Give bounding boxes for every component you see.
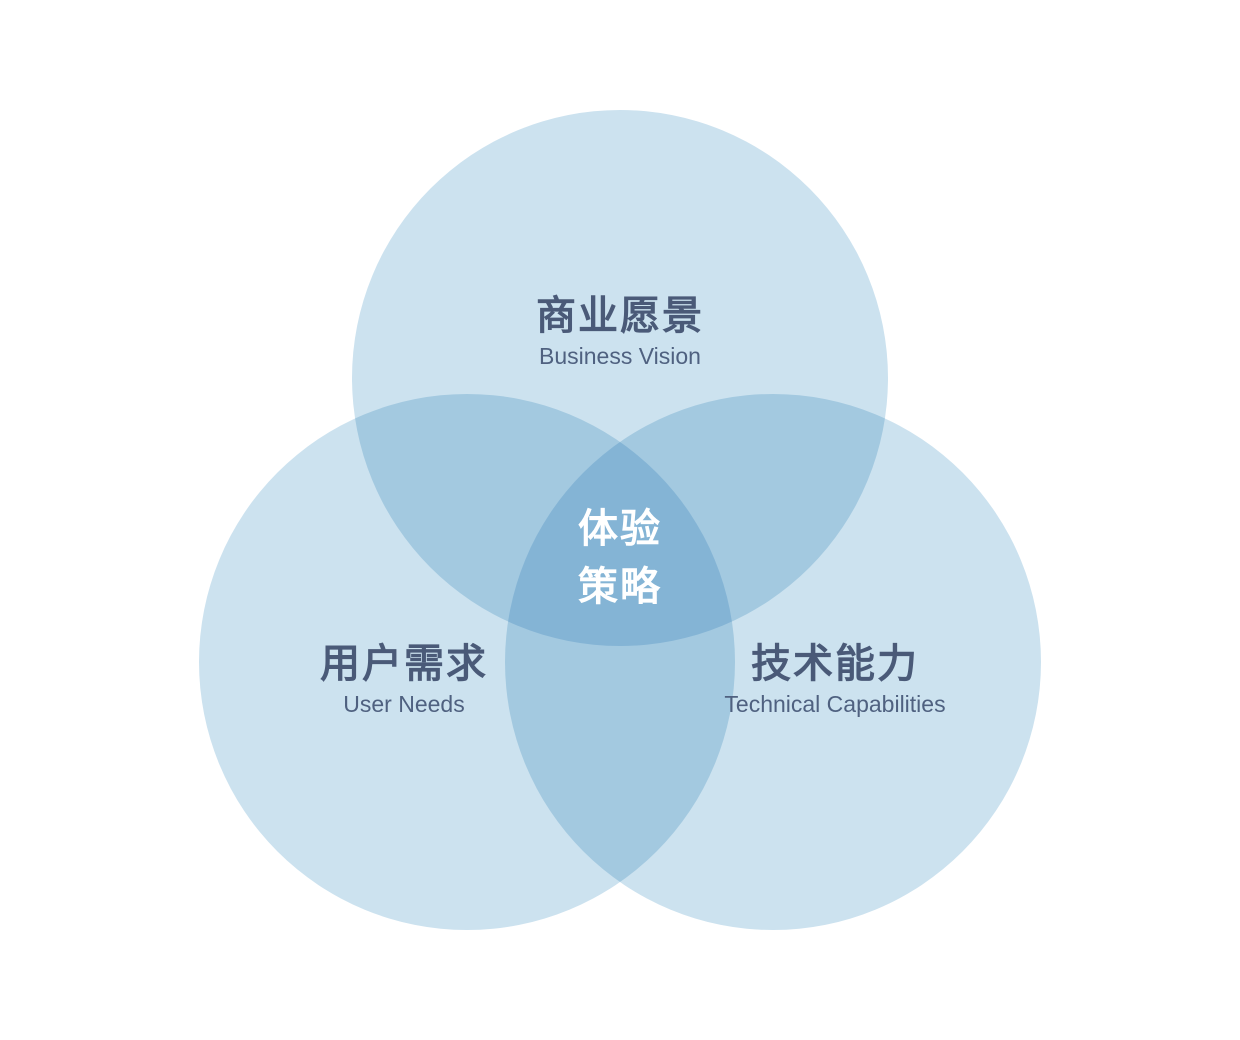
business-vision-label: 商业愿景 Business Vision [536, 292, 704, 370]
user-needs-en: User Needs [343, 691, 465, 717]
experience-strategy-label: 体验 策略 [578, 500, 662, 616]
center-line-1: 体验 [578, 506, 662, 552]
technical-capabilities-label: 技术能力 Technical Capabilities [724, 640, 945, 718]
technical-capabilities-zh: 技术能力 [751, 641, 919, 687]
technical-capabilities-en: Technical Capabilities [724, 691, 946, 717]
user-needs-label: 用户需求 User Needs [320, 640, 488, 718]
business-vision-en: Business Vision [539, 343, 701, 369]
overlap-center [505, 394, 735, 646]
business-vision-zh: 商业愿景 [536, 293, 704, 339]
user-needs-zh: 用户需求 [320, 641, 488, 687]
center-line-2: 策略 [578, 564, 662, 610]
